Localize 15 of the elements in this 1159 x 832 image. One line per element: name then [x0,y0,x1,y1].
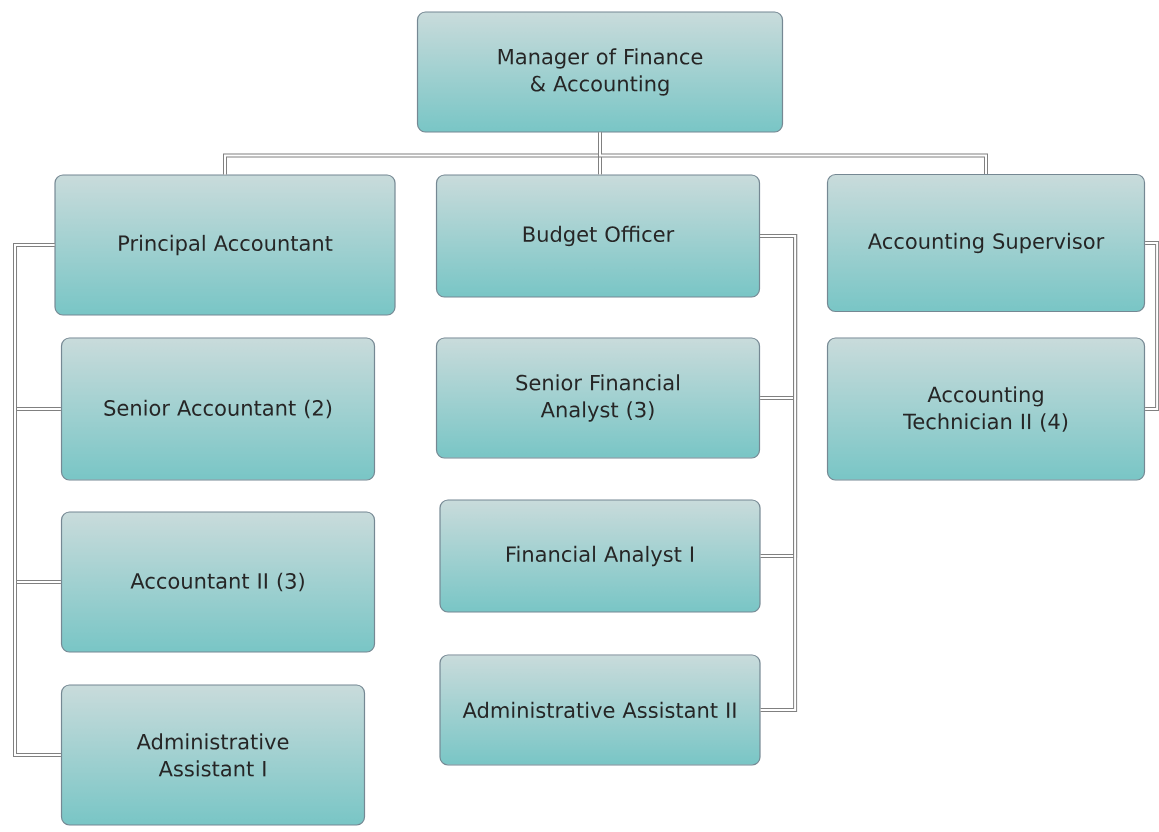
position-box: Accountant II (3) [60,511,376,653]
position-box: Budget Officer [435,174,761,298]
position-box: Administrative Assistant II [439,654,761,766]
connector-line [759,234,798,712]
connector-line [598,131,988,175]
connector-line [1144,241,1159,411]
position-box: Manager of Finance & Accounting [416,11,784,133]
position-box: Financial Analyst I [439,499,761,613]
connector-line [13,243,62,757]
position-box: Accounting Technician II (4) [826,337,1146,481]
position-box: Senior Financial Analyst (3) [435,337,761,459]
position-box: Administrative Assistant I [60,684,366,826]
position-box: Principal Accountant [54,174,396,316]
position-box: Senior Accountant (2) [60,337,376,481]
position-box: Accounting Supervisor [826,173,1146,313]
